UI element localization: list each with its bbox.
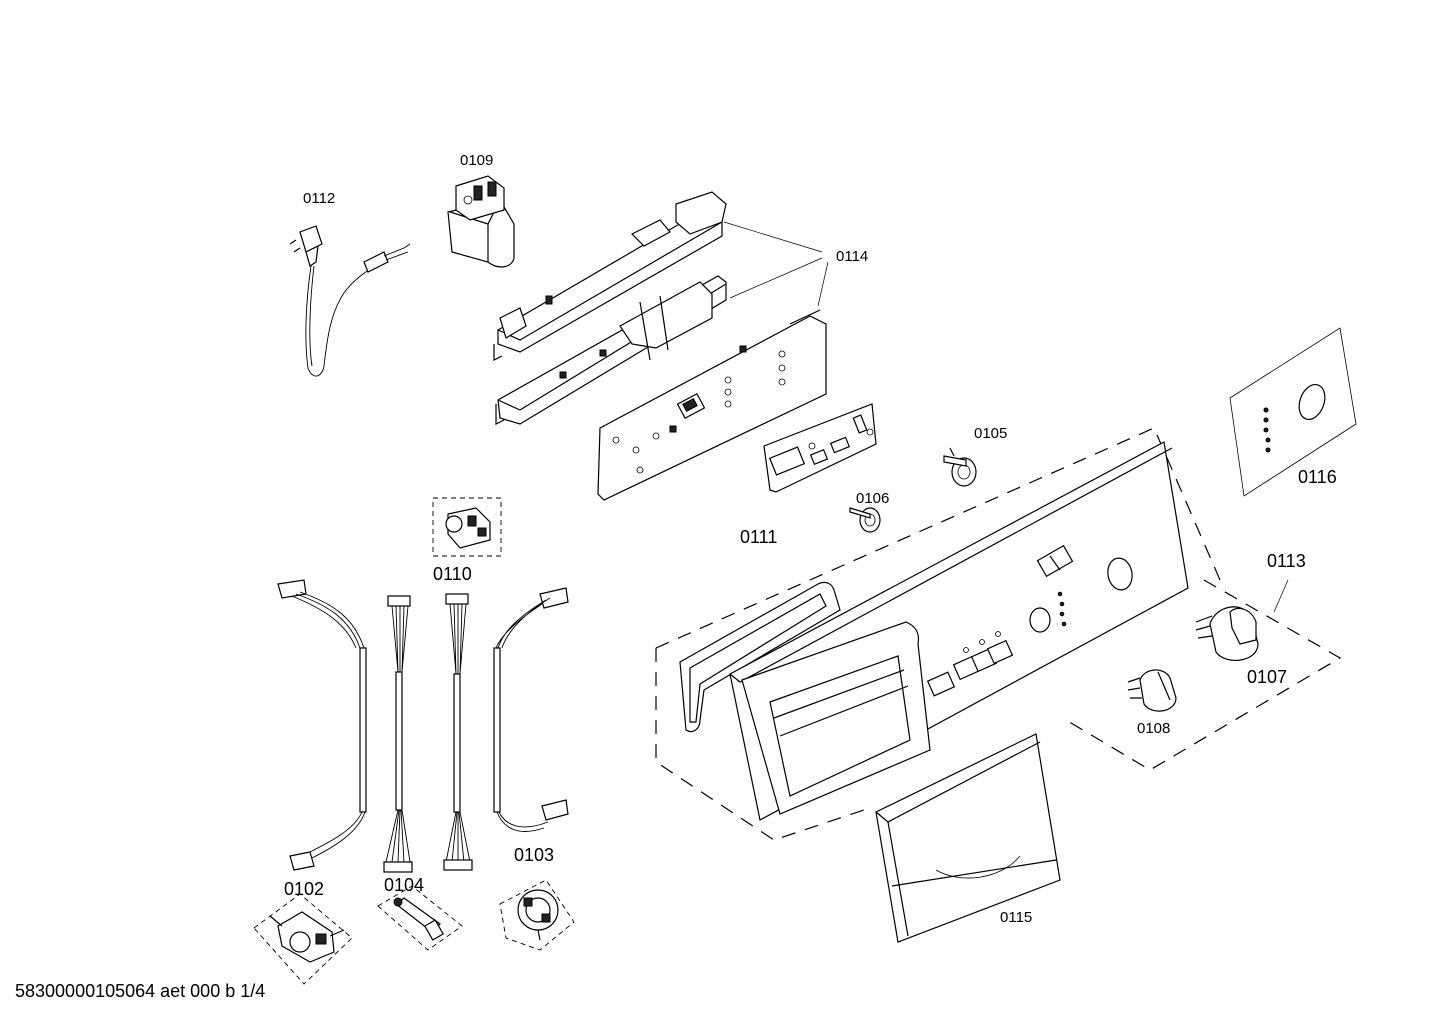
label-0114: 0114 [836, 248, 868, 265]
label-0110: 0110 [433, 564, 472, 584]
part-0115-drawer-front [875, 733, 1061, 943]
part-0102-harness [277, 579, 367, 871]
label-0116: 0116 [1298, 467, 1337, 487]
part-0111-display-board [763, 403, 877, 493]
label-0102: 0102 [284, 879, 324, 899]
part-0115-control-panel [655, 427, 1342, 841]
label-0103: 0103 [514, 845, 554, 865]
label-0111: 0111 [740, 527, 777, 547]
part-pump-component [253, 893, 353, 985]
part-0112-mains-cable [289, 225, 411, 377]
part-0105-shaft [943, 447, 977, 487]
part-0109-filter [447, 175, 515, 268]
part-0110-component [432, 497, 502, 557]
part-selector-component [499, 879, 575, 951]
label-0107: 0107 [1247, 667, 1287, 687]
label-0109: 0109 [460, 152, 493, 169]
part-0104-harness-a [383, 595, 413, 873]
document-id: 58300000105064 aet 000 b 1/4 [15, 981, 266, 1001]
label-0112: 0112 [303, 190, 335, 207]
part-0104-harness-b [443, 593, 473, 871]
label-0105: 0105 [974, 425, 1007, 442]
label-0104: 0104 [384, 875, 424, 895]
label-0113: 0113 [1267, 551, 1306, 571]
part-0107-knob [1195, 579, 1289, 661]
part-sensor-component [377, 885, 463, 951]
label-0106: 0106 [856, 490, 889, 507]
part-0114-electronic-module [493, 191, 829, 501]
part-0106-small-shaft [849, 507, 881, 533]
label-0108: 0108 [1137, 720, 1170, 737]
part-0103-harness [493, 587, 569, 832]
part-0108-knob [1127, 669, 1177, 712]
part-0116-overlay-sheet [1229, 327, 1357, 497]
label-0115: 0115 [1000, 909, 1032, 926]
